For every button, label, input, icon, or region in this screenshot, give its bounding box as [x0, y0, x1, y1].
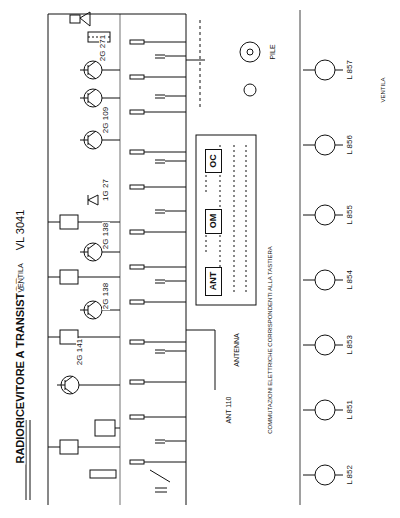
part-label: 2G 138: [102, 282, 110, 310]
key-label: ANT: [209, 272, 218, 291]
part-label: VL 3041: [15, 209, 26, 252]
part-label: 2G 138: [102, 222, 110, 250]
switch-key: OM: [205, 209, 222, 234]
part-label: L 857: [346, 59, 354, 81]
part-label: PILE: [269, 43, 276, 60]
part-label: COMMUTAZIONI ELETTRICHE CORRISPONDENTI A…: [267, 245, 273, 435]
part-label: VENTILA: [17, 262, 24, 293]
part-label: L 852: [346, 464, 354, 486]
part-label: L 854: [346, 269, 354, 291]
switch-key: OC: [205, 149, 222, 173]
part-label: 2G 109: [102, 106, 110, 134]
part-label: L 853: [346, 334, 354, 356]
part-label: 2G 141: [76, 338, 84, 366]
part-label: VENTILA: [380, 76, 386, 103]
part-label: L 856: [346, 134, 354, 156]
switch-key: ANT: [205, 267, 222, 296]
part-label: L 851: [346, 399, 354, 421]
title: RADIORICEVITORE A TRANSISTOR: [15, 275, 26, 464]
part-label: ANT 110: [225, 396, 232, 425]
part-label: ANTENNA: [233, 332, 240, 367]
part-label: 2G 271: [99, 34, 107, 62]
part-label: 1G 27: [102, 178, 110, 202]
key-label: OC: [209, 154, 218, 168]
key-label: OM: [209, 214, 218, 229]
part-label: L 855: [346, 204, 354, 226]
